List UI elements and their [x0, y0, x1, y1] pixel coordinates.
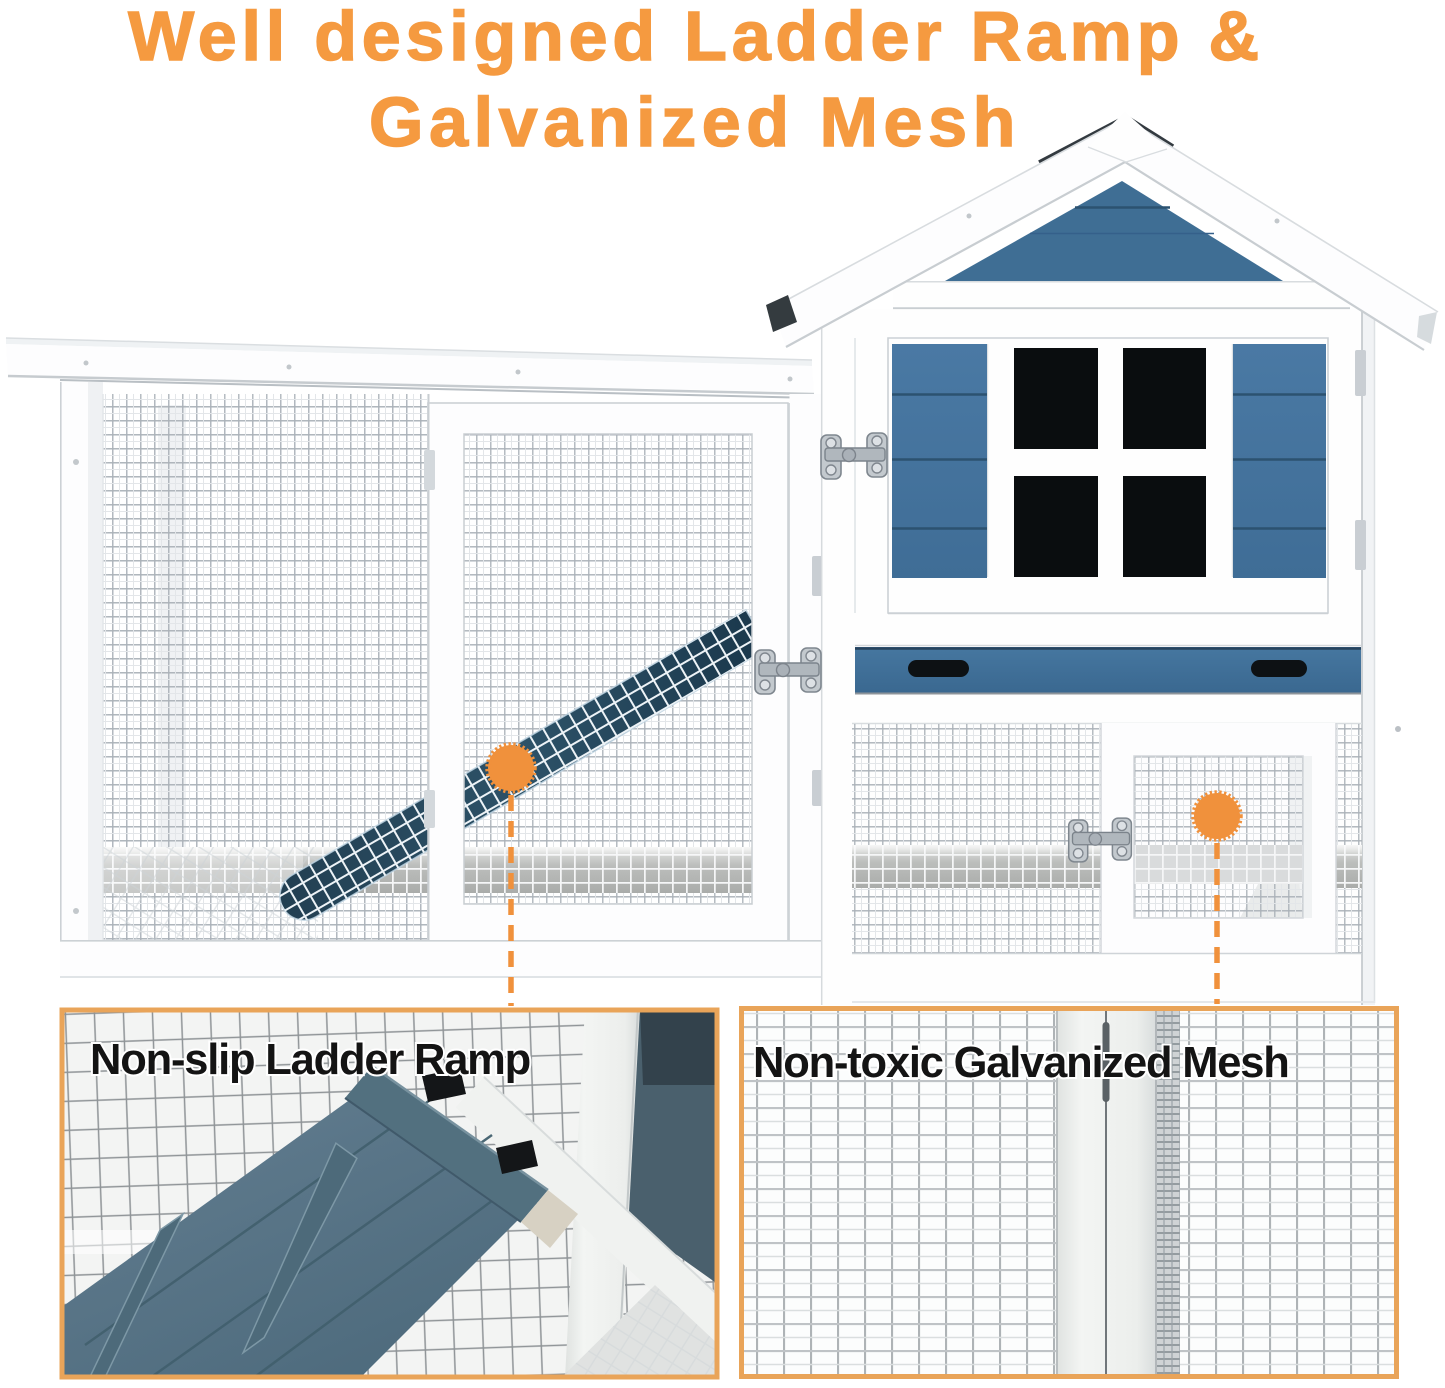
svg-text:Non-toxic Galvanized Mesh: Non-toxic Galvanized Mesh — [753, 1039, 1289, 1087]
svg-text:Well designed Ladder Ramp &: Well designed Ladder Ramp & — [128, 0, 1264, 75]
svg-text:Galvanized Mesh: Galvanized Mesh — [369, 83, 1021, 161]
svg-text:Non-slip Ladder Ramp: Non-slip Ladder Ramp — [90, 1036, 530, 1084]
